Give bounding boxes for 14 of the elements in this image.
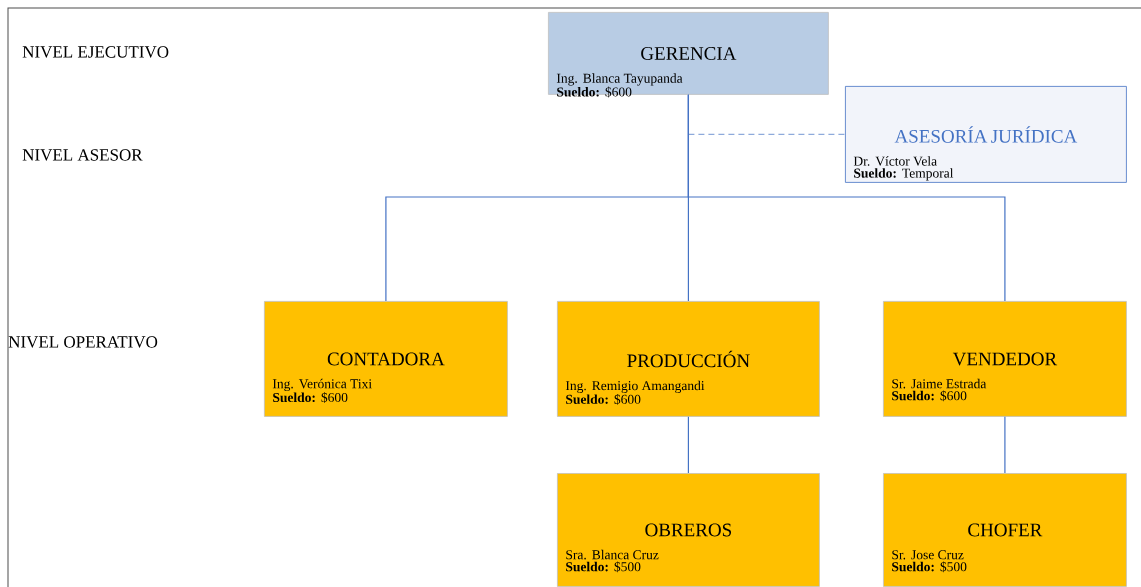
org-box: CHOFER Sr. Jose Cruz Sueldo: $500 bbox=[883, 473, 1127, 587]
org-box: VENDEDOR Sr. Jaime Estrada Sueldo: $600 bbox=[883, 301, 1127, 417]
org-box: ASESORÍA JURÍDICA Dr. Víctor Vela Sueldo: Temporal bbox=[845, 86, 1127, 183]
connector-line bbox=[1004, 416, 1006, 474]
level-label: NIVEL ASESOR bbox=[22, 149, 143, 161]
connector-line bbox=[687, 416, 689, 474]
connector-line bbox=[687, 94, 1006, 302]
org-box: OBREROS Sra. Blanca Cruz Sueldo: $500 bbox=[557, 473, 820, 587]
org-box: GERENCIA Ing. Blanca Tayupanda Sueldo: $600 bbox=[548, 12, 829, 98]
level-label: NIVEL OPERATIVO bbox=[8, 336, 158, 348]
connector-line bbox=[687, 133, 846, 135]
org-box: PRODUCCIÓN Ing. Remigio Amangandi Sueldo: $600 bbox=[557, 301, 820, 417]
level-label: NIVEL EJECUTIVO bbox=[22, 46, 169, 58]
org-box: CONTADORA Ing. Verónica Tixi Sueldo: $600 bbox=[264, 301, 508, 417]
